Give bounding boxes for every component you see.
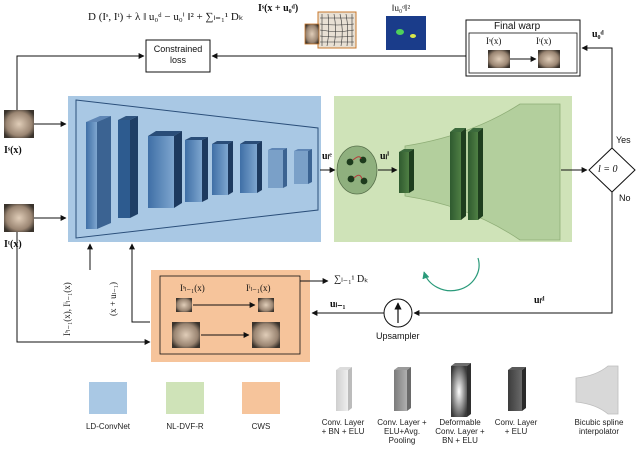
ue-label: uₗᵉ [322, 151, 332, 162]
decision-text: l = 0 [598, 164, 618, 175]
legend-bicubic-shape [575, 365, 619, 415]
final-warp-title: Final warp [494, 21, 541, 32]
u-l-minus-1-label: uₗ₋₁ [330, 299, 346, 310]
legend-ld-label: LD-ConvNet [85, 422, 130, 431]
source-image-thumb [4, 110, 34, 138]
upsampler-label: Upsampler [376, 331, 420, 341]
constrained-loss-box [145, 39, 211, 73]
decoder-block-3 [468, 128, 483, 220]
legend-nl-swatch [166, 382, 204, 414]
legend-item-5: Bicubic spline interpolator [574, 418, 624, 437]
norm-label: ‖u₀ᵈ‖² [392, 3, 411, 13]
target-input-label: Iᵗ(x) [4, 239, 22, 250]
sum-label: ∑ₗ₋₁¹ Dₖ [334, 274, 369, 285]
warp-grid-image [304, 11, 357, 49]
encoder-trapezoid [75, 99, 319, 239]
final-warp-target-label: Iᵗ(x) [536, 36, 552, 46]
side-label-displacement: (x + uₗ₋₁) [108, 282, 118, 316]
decoder-block-2 [450, 128, 466, 220]
legend-ld-swatch [89, 382, 127, 414]
encoder-block-2 [118, 116, 138, 218]
constrained-loss-label: Constrained loss [153, 44, 203, 65]
side-label-images: Iˢₗ₋₁(x), Iⁱₗ₋₁(x) [62, 282, 72, 336]
legend-item-2: Conv. Layer + ELU+Avg. Pooling [377, 418, 427, 446]
cycle-arrow [422, 257, 480, 292]
cws-warped-label: Iⁱₗ₋₁(x) [246, 283, 271, 293]
source-input-label: Iˢ(x) [4, 145, 22, 156]
cws-inner-box [159, 275, 301, 355]
legend-block-3 [451, 363, 471, 417]
cws-source-label: Iˢₗ₋₁(x) [180, 283, 205, 293]
connectors [16, 45, 613, 345]
cws-panel [151, 270, 310, 362]
encoder-block-6 [240, 141, 262, 193]
decoder-block-1 [399, 149, 414, 193]
cws-thumb-large-right [252, 322, 280, 348]
uld-label: uₗᵈ [534, 295, 545, 306]
objective-formula: D (Iˢ, Iᵗ) + λ ‖ u₀ᵈ − u₀ⁱ ‖² + ∑ₗ₌₁¹ Dₖ [88, 11, 244, 23]
encoder-blocks [86, 116, 312, 229]
encoder-block-7 [268, 148, 287, 188]
cws-thumb-small-left [176, 298, 192, 312]
legend-cws-swatch [242, 382, 280, 414]
encoder-block-8 [294, 149, 312, 184]
encoder-block-5 [212, 141, 233, 195]
warp-label: Iˢ(x + u₀ᵈ) [258, 3, 299, 14]
deformable-field [336, 145, 378, 195]
final-warp-source-label: Iˢ(x) [486, 36, 502, 46]
legend-nl-label: NL-DVF-R [166, 422, 204, 431]
decision-yes: Yes [616, 135, 631, 145]
encoder-block-3 [148, 131, 182, 208]
legend-block-2 [394, 367, 411, 411]
legend-block-4 [508, 367, 526, 411]
decoder-blocks [399, 128, 483, 220]
legend-cws-label: CWS [251, 422, 271, 431]
legend-item-3: Deformable Conv. Layer + BN + ELU [435, 418, 485, 446]
decision-no: No [619, 193, 631, 203]
legend-item-1: Conv. Layer + BN + ELU [321, 418, 365, 437]
encoder-block-1 [86, 116, 111, 229]
ui-label: uₗⁱ [380, 151, 390, 162]
encoder-block-4 [185, 137, 208, 202]
legend-item-4: Conv. Layer + ELU [494, 418, 538, 437]
u0d-label: u₀ᵈ [592, 29, 604, 40]
displacement-norm-map [386, 16, 426, 50]
legend-block-1 [336, 367, 352, 411]
cws-thumb-small-right [258, 298, 274, 312]
target-image-thumb [4, 204, 34, 232]
cws-thumb-large-left [172, 322, 200, 348]
final-warp-source-thumb [488, 50, 510, 68]
final-warp-target-thumb [538, 50, 560, 68]
